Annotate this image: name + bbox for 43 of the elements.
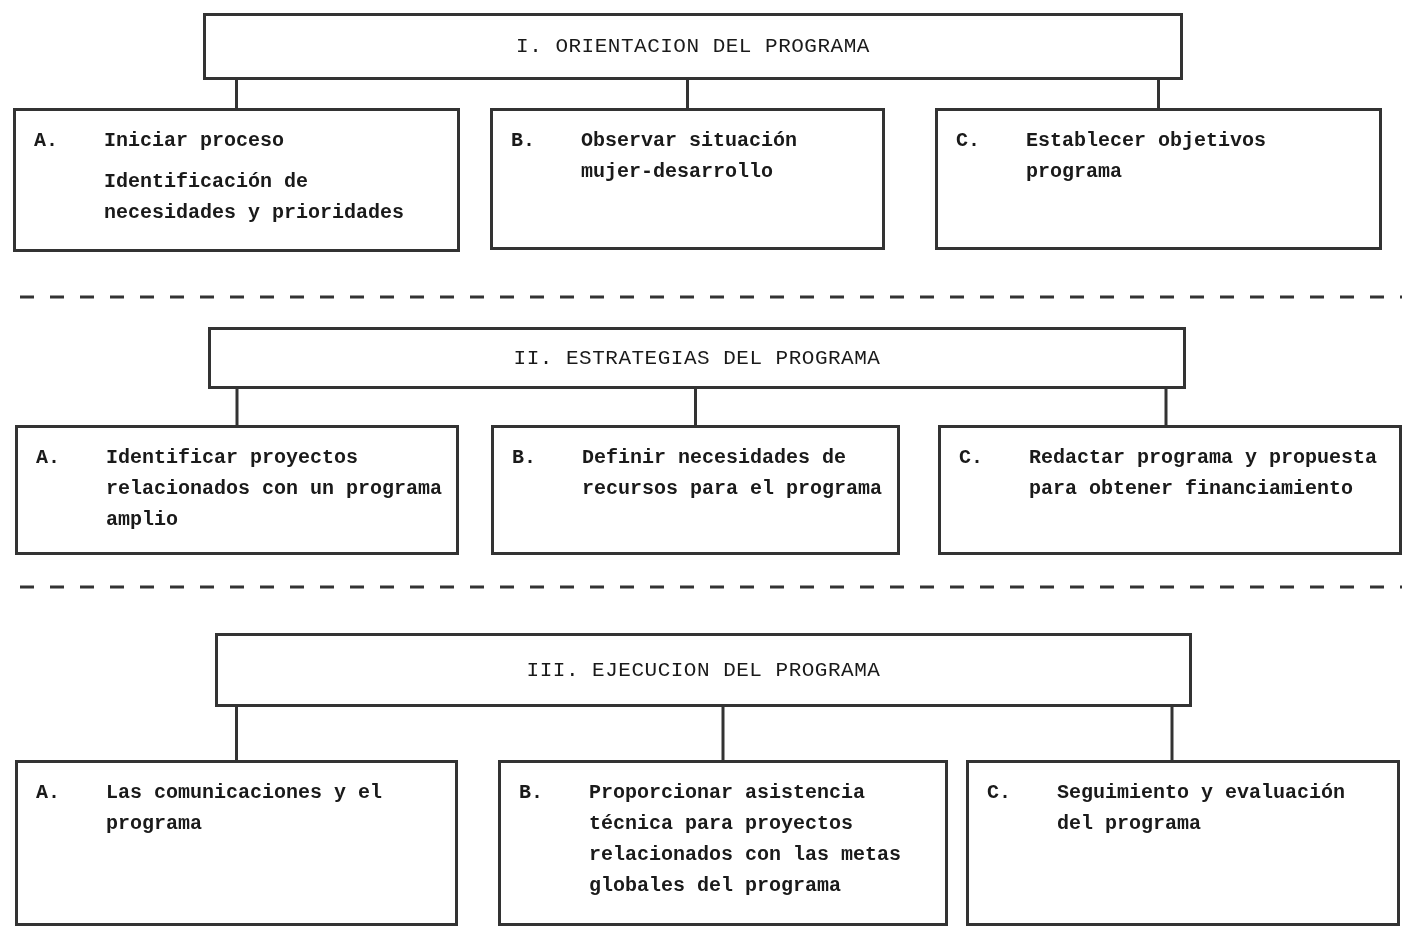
step-text: Proporcionar asistencia técnica para proyectos relacionados con las metas globales del programa [589, 780, 903, 899]
connector-line [694, 389, 697, 425]
connector-line [235, 389, 239, 425]
step-text: Las comunicaciones y el programa [106, 780, 384, 837]
step-letter: A. [36, 445, 60, 471]
step-box [491, 425, 900, 555]
step-box [15, 760, 458, 926]
connector-line [235, 707, 238, 760]
step-box [15, 425, 459, 555]
step-letter: C. [959, 445, 983, 471]
section-title: III. EJECUCION DEL PROGRAMA [526, 658, 881, 682]
step-text: Redactar programa y propuesta para obtener financiamiento [1029, 445, 1379, 502]
step-letter: B. [519, 780, 543, 806]
connector-line [721, 707, 725, 760]
section-header-box [208, 327, 1186, 389]
step-box [938, 425, 1402, 555]
step-box [498, 760, 948, 926]
step-letter: C. [956, 128, 980, 154]
step-text: Establecer objetivos programa [1026, 128, 1268, 185]
step-box [966, 760, 1400, 926]
step-text: Iniciar proceso [104, 128, 286, 154]
connector-line [235, 80, 238, 108]
section-header-box [215, 633, 1192, 707]
section-title: I. ORIENTACION DEL PROGRAMA [516, 35, 870, 58]
section-title: II. ESTRATEGIAS DEL PROGRAMA [513, 346, 881, 370]
step-box [13, 108, 460, 252]
step-letter: A. [36, 780, 60, 806]
step-text: Identificación de necesidades y prioridades [104, 169, 406, 226]
step-letter: C. [987, 780, 1011, 806]
connector-line [686, 80, 689, 108]
connector-line [1157, 80, 1160, 108]
connector-line [1164, 389, 1168, 425]
connector-line [1170, 707, 1174, 760]
step-text: Seguimiento y evaluación del programa [1057, 780, 1347, 837]
step-text: Observar situación mujer-desarrollo [581, 128, 799, 185]
step-box [490, 108, 885, 250]
step-letter: B. [511, 128, 535, 154]
step-letter: A. [34, 128, 58, 154]
step-letter: B. [512, 445, 536, 471]
step-box [935, 108, 1382, 250]
section-header-box [203, 13, 1183, 80]
step-text: Identificar proyectos relacionados con un programa amplio [106, 445, 444, 533]
step-text: Definir necesidades de recursos para el programa [582, 445, 884, 502]
